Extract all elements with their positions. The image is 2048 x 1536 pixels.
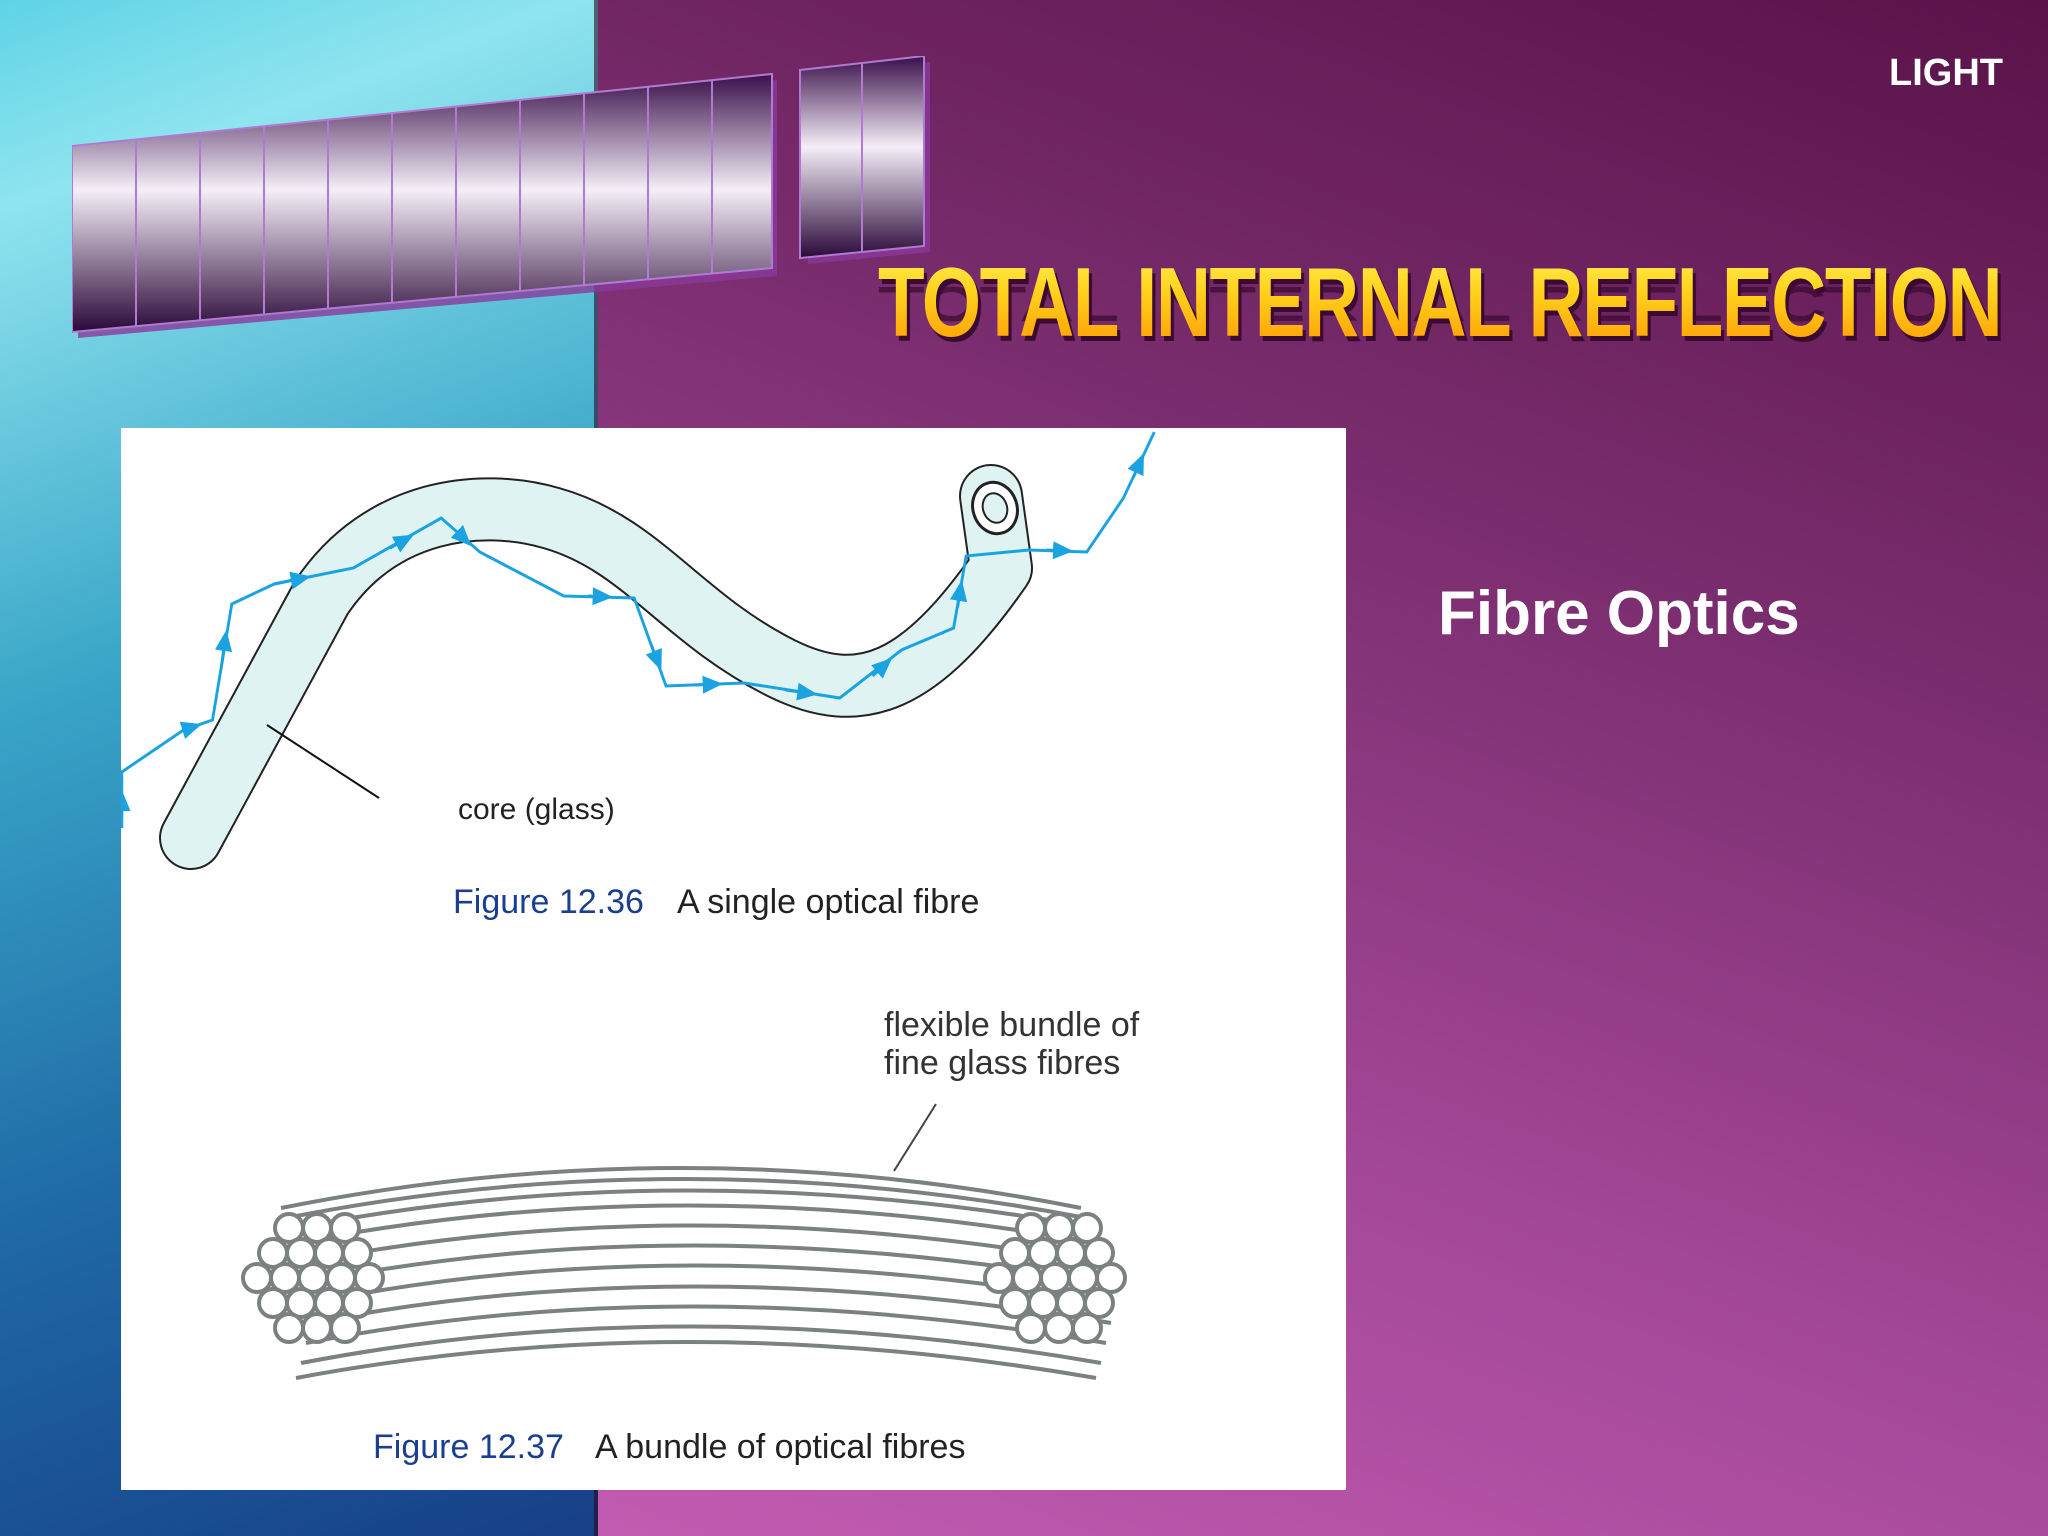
figure-12-36-number: Figure 12.36	[453, 883, 644, 921]
bundle-label-line2: fine glass fibres	[884, 1044, 1120, 1082]
core-label: core (glass)	[458, 793, 615, 826]
title-reflection: TOTAL INTERNAL REFLECTION	[878, 276, 2003, 333]
bundle-label-line1: flexible bundle of	[884, 1006, 1140, 1044]
figure-panel: core (glass) Figure 12.36 A single optic…	[121, 428, 1346, 1490]
core-pointer-line	[266, 724, 380, 799]
fibre-end-core	[981, 492, 1009, 524]
slide-subtitle: Fibre Optics	[1438, 579, 1800, 648]
figure-12-37-number: Figure 12.37	[373, 1428, 564, 1466]
single-fibre-diagram	[121, 431, 1156, 870]
decorative-tile-strip	[72, 56, 930, 338]
figure-12-36-caption: A single optical fibre	[677, 883, 979, 921]
light-ray-arrows	[121, 453, 1145, 818]
slide-title: TOTAL INTERNAL REFLECTION	[878, 247, 2003, 357]
optical-fibre-figures: core (glass) Figure 12.36 A single optic…	[121, 431, 1156, 1466]
figure-12-37-caption: A bundle of optical fibres	[595, 1428, 965, 1466]
bundle-right-end	[983, 1212, 1127, 1344]
section-label: LIGHT	[1889, 52, 2003, 94]
bundle-left-end	[241, 1212, 385, 1344]
light-ray-path	[121, 431, 1156, 828]
bundle-pointer-line	[893, 1103, 937, 1172]
fibre-bundle-diagram	[280, 1166, 1112, 1380]
